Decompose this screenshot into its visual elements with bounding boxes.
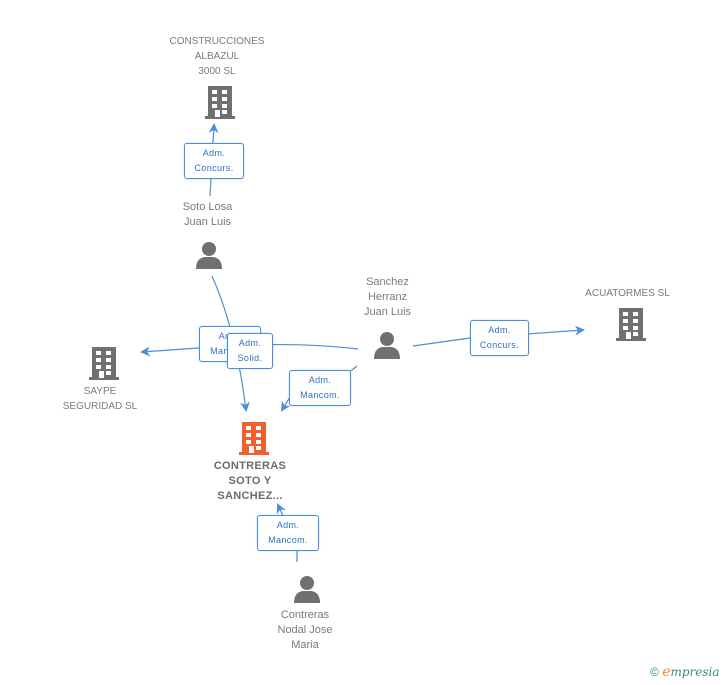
role-label-adm-mancom[interactable]: Adm. Mancom. <box>257 515 319 551</box>
empresia-logo: © empresia <box>650 664 720 680</box>
person-icon[interactable] <box>292 574 322 604</box>
node-label-saype[interactable]: SAYPE SEGURIDAD SL <box>62 386 138 412</box>
role-label-adm-solid[interactable]: Adm. Solid. <box>227 333 273 369</box>
brand-name: mpresia <box>670 665 720 679</box>
building-icon[interactable] <box>615 306 647 342</box>
node-label-construcciones[interactable]: CONSTRUCCIONES ALBAZUL 3000 SL <box>169 36 265 77</box>
node-label-soto-losa[interactable]: Soto Losa Juan Luis <box>182 201 233 228</box>
focus-building-icon[interactable] <box>238 420 270 456</box>
building-icon[interactable] <box>88 345 120 381</box>
copyright-icon: © <box>650 665 659 679</box>
brand-initial: e <box>662 664 671 680</box>
node-label-contreras-nodal[interactable]: Contreras Nodal Jose Maria <box>277 609 333 651</box>
person-icon[interactable] <box>372 330 402 360</box>
node-label-acuatormes[interactable]: ACUATORMES SL <box>585 288 670 299</box>
node-label-contreras-soto[interactable]: CONTRERAS SOTO Y SANCHEZ... <box>213 460 287 502</box>
building-icon[interactable] <box>204 84 236 120</box>
role-label-adm-mancom[interactable]: Adm. Mancom. <box>289 370 351 406</box>
role-label-adm-concurs[interactable]: Adm. Concurs. <box>470 320 529 356</box>
role-label-adm-concurs[interactable]: Adm. Concurs. <box>184 143 244 179</box>
person-icon[interactable] <box>194 240 224 270</box>
node-label-sanchez-herranz[interactable]: Sanchez Herranz Juan Luis <box>363 276 412 318</box>
